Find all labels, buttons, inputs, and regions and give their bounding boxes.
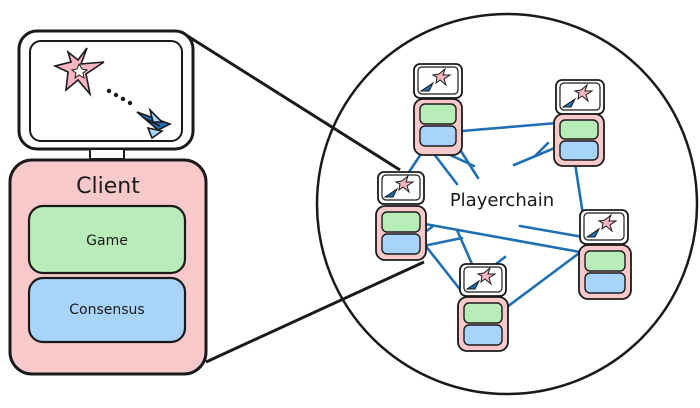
client-monitor xyxy=(17,29,195,160)
node-consensus xyxy=(584,272,626,294)
star-burst-icon xyxy=(573,83,594,103)
client-body: Client Game Consensus xyxy=(8,158,208,376)
consensus-label: Consensus xyxy=(69,302,144,318)
node-client-bottom xyxy=(457,263,509,352)
game-box xyxy=(27,204,187,275)
node-client-top-left xyxy=(413,63,463,156)
link-c-d xyxy=(423,222,582,254)
link-e-d xyxy=(505,252,580,309)
network-links xyxy=(405,121,585,309)
spaceship-icon xyxy=(561,97,577,108)
spaceship-icon xyxy=(465,279,481,290)
link-a-g xyxy=(457,146,480,180)
node-game xyxy=(419,103,457,125)
zoom-connector xyxy=(185,33,425,364)
node-game xyxy=(463,302,503,324)
node-game xyxy=(584,250,626,272)
link-c-e xyxy=(423,243,464,294)
link-b-d xyxy=(573,161,585,217)
node-client-mid-left xyxy=(375,171,427,261)
network-circle xyxy=(315,12,699,396)
node-consensus xyxy=(559,140,599,161)
client-title: Client xyxy=(76,174,140,199)
link-a-e xyxy=(432,152,459,186)
link-d-m xyxy=(518,224,585,239)
monitor-stand xyxy=(89,148,125,160)
spaceship-icon xyxy=(136,107,173,140)
node-consensus xyxy=(463,324,503,346)
trail-dots xyxy=(106,88,133,106)
link-b-y xyxy=(534,141,550,157)
spaceship-icon xyxy=(419,81,435,92)
star-burst-icon xyxy=(476,266,497,286)
node-game xyxy=(381,211,421,233)
star-burst-icon xyxy=(394,174,415,194)
node-game xyxy=(559,119,599,140)
link-a-b xyxy=(460,121,559,133)
node-consensus xyxy=(419,125,457,147)
node-client-right xyxy=(578,209,632,300)
playerchain-label: Playerchain xyxy=(450,190,554,211)
link-e-m2 xyxy=(494,255,507,266)
zoom-line-bottom xyxy=(205,260,425,364)
consensus-box xyxy=(27,276,187,344)
spaceship-icon xyxy=(383,187,399,198)
link-c-m xyxy=(426,236,464,247)
link-e-m1 xyxy=(455,228,474,266)
spaceship-icon xyxy=(585,227,601,238)
game-label: Game xyxy=(86,233,128,249)
node-consensus xyxy=(381,233,421,255)
zoom-line-top xyxy=(185,33,401,172)
node-client-top-right xyxy=(553,79,605,167)
star-burst-icon xyxy=(597,213,618,233)
star-burst-inner-icon xyxy=(70,62,89,80)
star-burst-icon xyxy=(431,67,452,87)
